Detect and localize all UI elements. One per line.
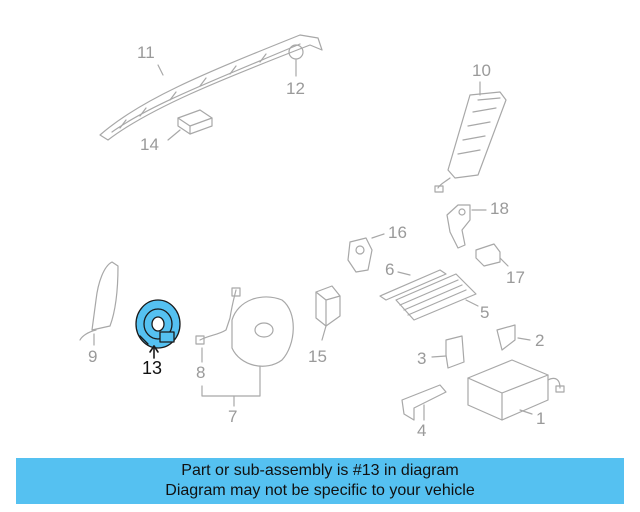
callout-5: 5: [480, 303, 490, 322]
part-18-bracket: [446, 204, 487, 249]
part-17-connector: [475, 243, 509, 267]
callout-3: 3: [417, 349, 427, 368]
parts-diagram: [79, 34, 565, 421]
callout-14: 14: [140, 135, 159, 154]
part-7-driver-airbag: [201, 296, 294, 407]
callout-13: 13: [142, 358, 163, 378]
part-2-bracket: [496, 324, 531, 351]
callout-15: 15: [308, 347, 327, 366]
callout-8: 8: [196, 363, 206, 382]
callout-2: 2: [535, 331, 545, 350]
callout-7: 7: [228, 407, 238, 426]
part-3-bracket: [431, 335, 465, 369]
callout-11: 11: [137, 43, 155, 62]
callout-9: 9: [88, 347, 98, 366]
part-13-clockspring: [135, 299, 181, 359]
callout-10: 10: [472, 61, 491, 80]
callout-16: 16: [388, 223, 407, 242]
part-12-clip: [288, 44, 304, 77]
part-1-airbag-module: [467, 359, 565, 421]
part-6-strip: [379, 269, 447, 301]
part-14-sensor: [167, 109, 213, 141]
part-11-curtain-airbag: [99, 34, 323, 141]
callout-4: 4: [417, 421, 427, 440]
banner-line-disclaimer: Diagram may not be specific to your vehi…: [165, 482, 475, 499]
part-5-module: [395, 273, 479, 321]
callout-6: 6: [385, 260, 395, 279]
part-16-sensor: [347, 233, 385, 273]
callout-18: 18: [490, 199, 509, 218]
callout-17: 17: [506, 268, 525, 287]
part-8-wire: [195, 287, 241, 363]
banner-line-part: Part or sub-assembly is #13 in diagram: [181, 462, 459, 479]
part-9-trim: [79, 261, 119, 346]
callout-1: 1: [536, 409, 546, 428]
callout-12: 12: [286, 79, 305, 98]
part-4-bracket: [401, 384, 447, 421]
part-15-sensor: [315, 285, 341, 341]
part-10-side-airbag: [434, 81, 507, 193]
info-banner: Part or sub-assembly is #13 in diagram D…: [16, 458, 624, 504]
